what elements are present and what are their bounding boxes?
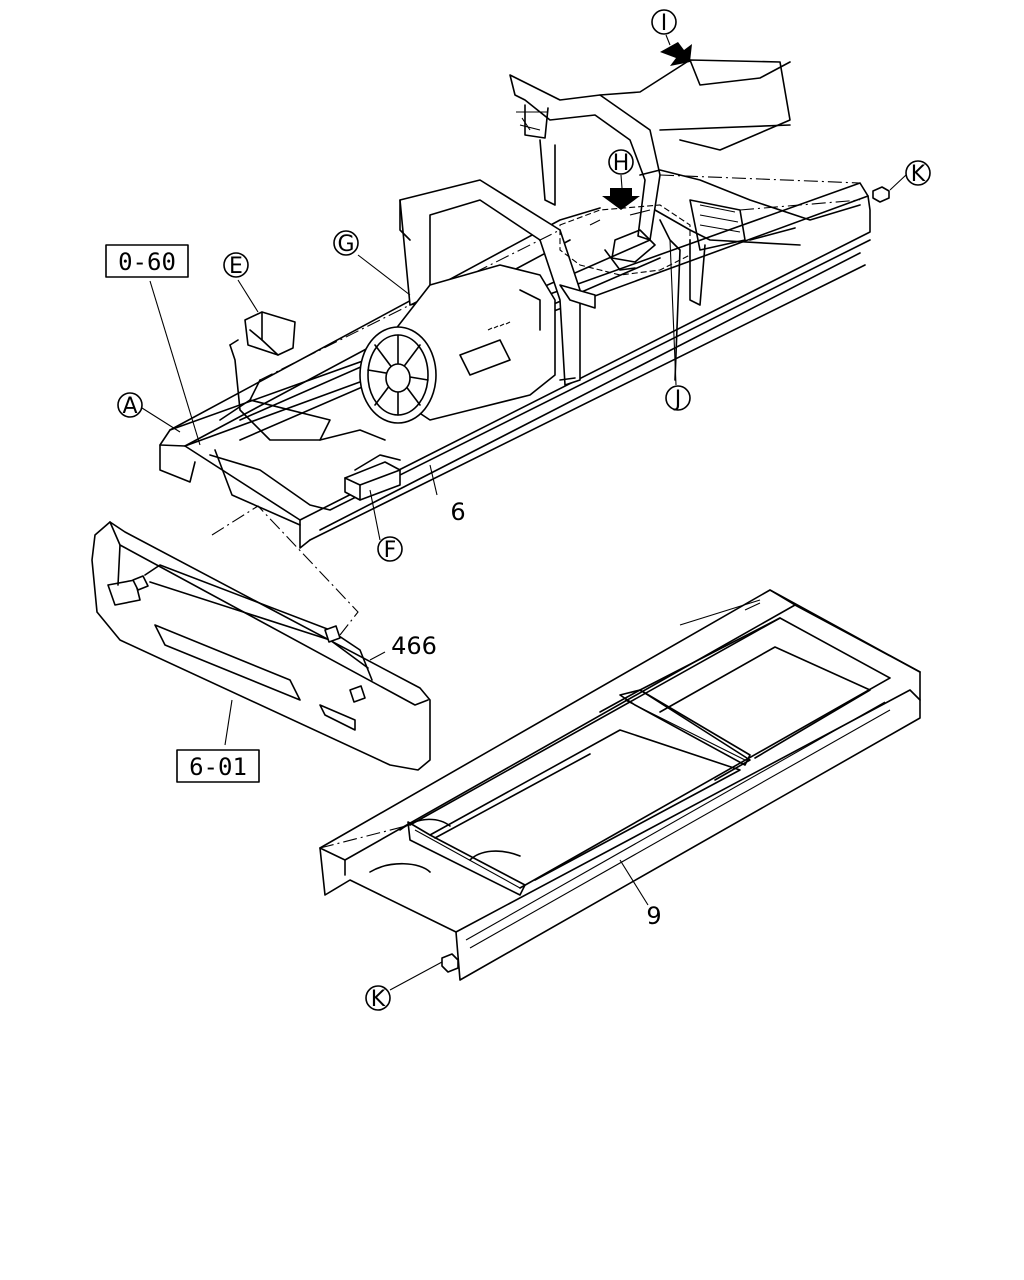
arrow-h-icon <box>602 188 640 210</box>
leader-lines-upper <box>141 34 907 541</box>
callout-j-label: J <box>673 387 682 412</box>
arrow-i-icon <box>660 42 692 66</box>
front-bumper <box>91 505 431 771</box>
lower-chassis-frame <box>319 589 921 991</box>
callout-g-label: G <box>337 232 354 257</box>
connector-k-top <box>872 186 890 203</box>
callout-a: A <box>117 392 143 419</box>
main-harness-wires <box>209 169 871 526</box>
callout-i-label: I <box>661 11 668 36</box>
rear-axle <box>559 204 691 276</box>
part-number-6: 6 <box>450 498 465 526</box>
callout-f-label: F <box>384 538 397 563</box>
connector-e <box>244 311 296 356</box>
reference-box-6-01: 6-01 <box>176 749 260 783</box>
part-number-466: 466 <box>391 632 437 660</box>
callout-k-bottom: K <box>365 985 391 1012</box>
callout-f: F <box>377 536 403 563</box>
callout-e: E <box>223 252 249 279</box>
transmission <box>359 264 556 424</box>
callout-a-label: A <box>122 394 137 419</box>
callout-e-label: E <box>229 254 243 279</box>
callout-h-label: H <box>613 151 630 176</box>
reference-box-0-60: 0-60 <box>105 244 189 278</box>
callout-k-top-label: K <box>911 162 926 187</box>
callout-k-bottom-label: K <box>371 987 386 1012</box>
callout-h: H <box>608 149 634 176</box>
callout-k-top: K <box>905 160 931 187</box>
connector-k-bottom <box>441 953 459 973</box>
part-number-9: 9 <box>646 902 661 930</box>
reference-6-01-label: 6-01 <box>189 753 247 781</box>
connector-f <box>344 454 401 501</box>
reference-0-60-label: 0-60 <box>118 248 176 276</box>
callout-j: J <box>665 385 691 412</box>
callout-g: G <box>333 230 359 257</box>
callout-i: I <box>651 9 677 36</box>
